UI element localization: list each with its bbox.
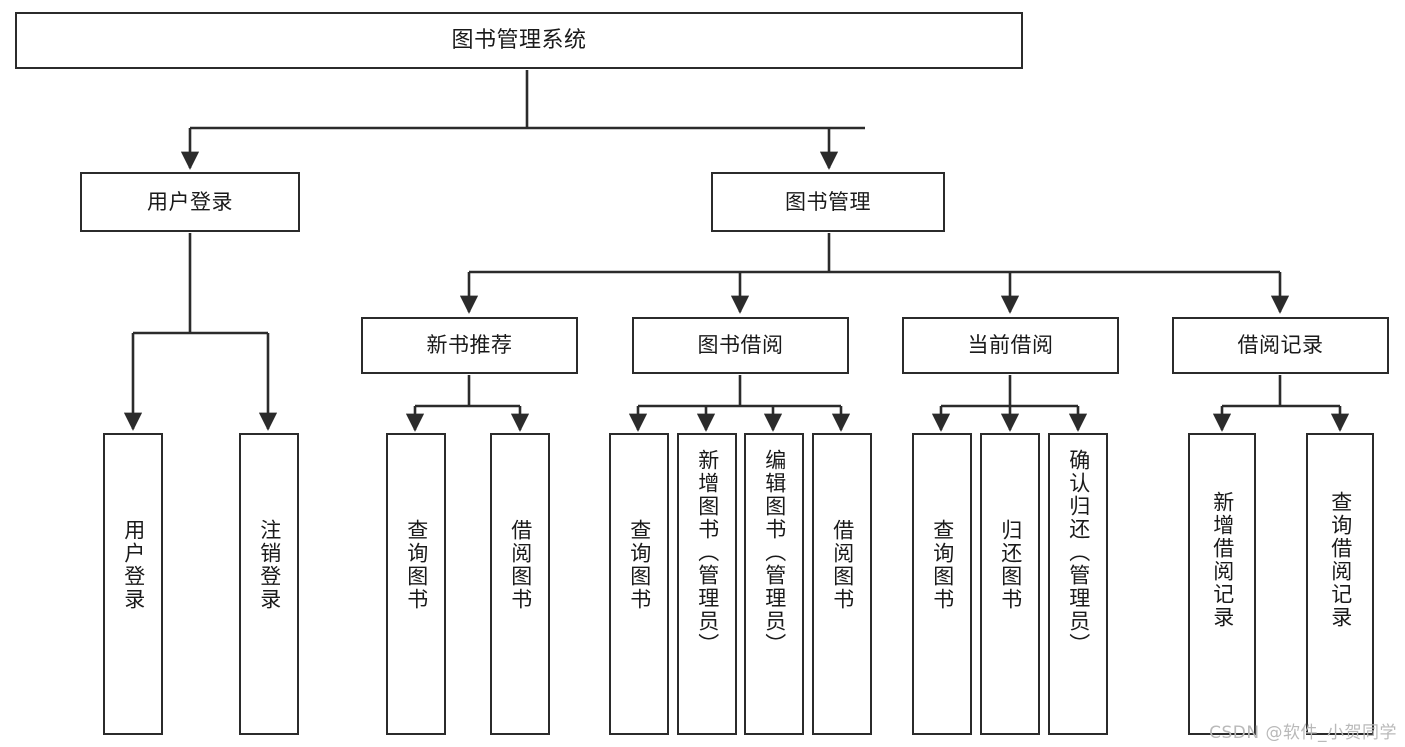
node-leaf-borrow-book-1[interactable]: 借阅图书 (490, 433, 550, 735)
node-leaf-add-book[interactable]: 新增图书（管理员） (677, 433, 737, 735)
node-leaf-query-book-1-label: 查询图书 (404, 519, 429, 611)
node-root-label: 图书管理系统 (451, 27, 587, 53)
node-leaf-user-login-label: 用户登录 (121, 519, 146, 611)
node-book-manage[interactable]: 图书管理 (711, 172, 945, 232)
node-current-borrow[interactable]: 当前借阅 (902, 317, 1119, 374)
node-book-manage-label: 图书管理 (785, 189, 871, 214)
node-leaf-query-record-label: 查询借阅记录 (1328, 491, 1353, 629)
node-leaf-confirm-return[interactable]: 确认归还（管理员） (1048, 433, 1108, 735)
node-leaf-borrow-book-2[interactable]: 借阅图书 (812, 433, 872, 735)
node-leaf-return-book[interactable]: 归还图书 (980, 433, 1040, 735)
node-leaf-logout[interactable]: 注销登录 (239, 433, 299, 735)
node-borrow-record[interactable]: 借阅记录 (1172, 317, 1389, 374)
node-leaf-query-record[interactable]: 查询借阅记录 (1306, 433, 1374, 735)
node-borrow-record-label: 借阅记录 (1237, 333, 1324, 358)
node-new-book-rec[interactable]: 新书推荐 (361, 317, 578, 374)
node-leaf-borrow-book-1-label: 借阅图书 (508, 519, 533, 611)
node-leaf-edit-book-label: 编辑图书（管理员） (762, 449, 787, 656)
node-leaf-return-book-label: 归还图书 (998, 519, 1023, 611)
node-leaf-user-login[interactable]: 用户登录 (103, 433, 163, 735)
node-leaf-add-record[interactable]: 新增借阅记录 (1188, 433, 1256, 735)
node-leaf-query-book-3[interactable]: 查询图书 (912, 433, 972, 735)
node-leaf-query-book-2-label: 查询图书 (627, 519, 652, 611)
node-leaf-confirm-return-label: 确认归还（管理员） (1066, 449, 1091, 656)
node-leaf-edit-book[interactable]: 编辑图书（管理员） (744, 433, 804, 735)
node-new-book-rec-label: 新书推荐 (426, 333, 513, 358)
node-leaf-query-book-3-label: 查询图书 (930, 519, 955, 611)
node-user-login[interactable]: 用户登录 (80, 172, 300, 232)
node-leaf-add-book-label: 新增图书（管理员） (695, 449, 720, 656)
node-leaf-query-book-2[interactable]: 查询图书 (609, 433, 669, 735)
node-book-borrow-label: 图书借阅 (697, 333, 784, 358)
node-root[interactable]: 图书管理系统 (15, 12, 1023, 69)
node-current-borrow-label: 当前借阅 (967, 333, 1054, 358)
node-book-borrow[interactable]: 图书借阅 (632, 317, 849, 374)
node-leaf-logout-label: 注销登录 (257, 519, 282, 611)
node-leaf-query-book-1[interactable]: 查询图书 (386, 433, 446, 735)
node-user-login-label: 用户登录 (147, 189, 233, 214)
node-leaf-add-record-label: 新增借阅记录 (1210, 491, 1235, 629)
node-leaf-borrow-book-2-label: 借阅图书 (830, 519, 855, 611)
